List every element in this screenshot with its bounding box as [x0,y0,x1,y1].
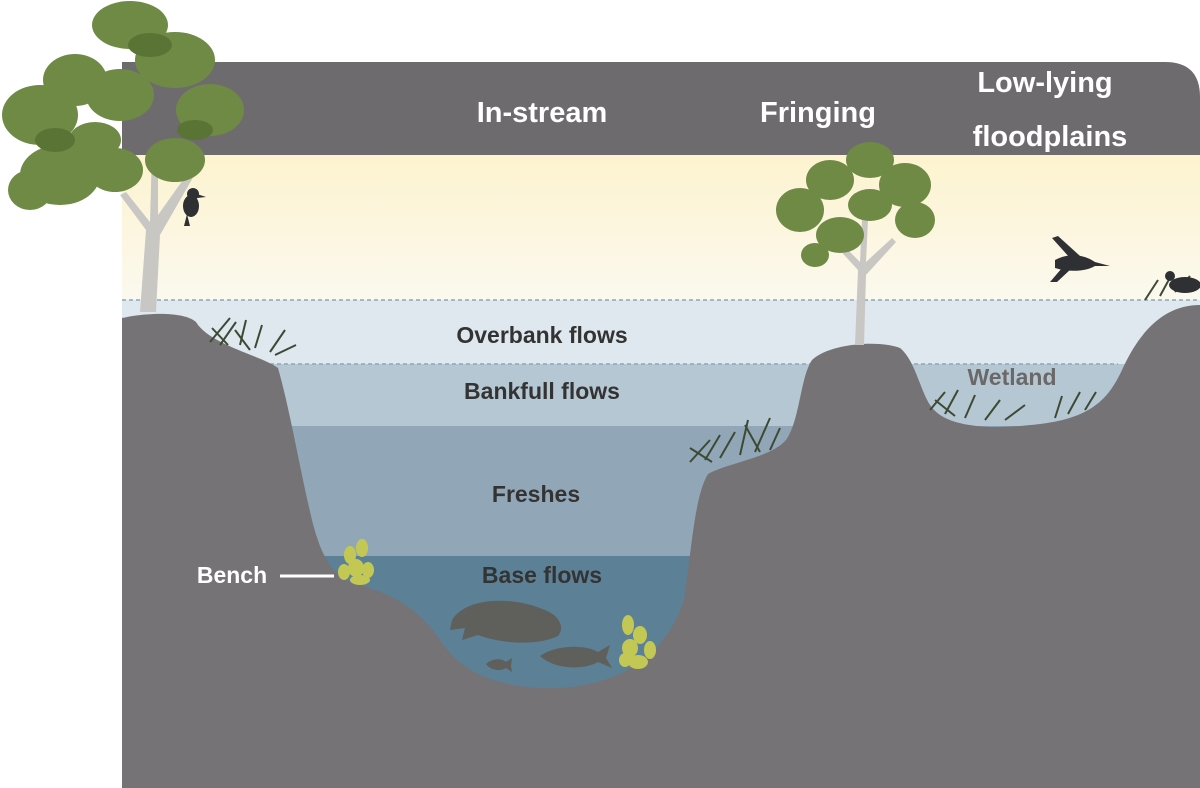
ibis-icon [1050,236,1110,282]
kookaburra-icon [183,188,206,226]
bankfull-flows-label: Bankfull flows [464,378,620,404]
reed-grass-icon [689,417,781,463]
fish-icon [486,658,512,672]
fish-icon [540,645,612,668]
base-flows-label: Base flows [482,562,602,588]
bankfull-water-band [122,364,1200,426]
wetland-label: Wetland [967,364,1056,390]
overbank-water-band [122,300,1200,364]
header-label-floodplains: floodplains [973,121,1128,153]
header-label-low-lying: Low-lying [977,67,1112,99]
bird-icon [1165,271,1200,293]
reed-grass-icon [209,317,297,356]
eucalyptus-tree-icon [776,142,935,345]
reed-grass-icon [1054,391,1097,419]
fish-icon [450,600,562,643]
header-label-fringing: Fringing [760,97,876,129]
water-plant-icon [338,539,374,585]
freshes-label: Freshes [492,481,580,507]
ground-cross-section [122,305,1200,788]
overbank-flows-label: Overbank flows [456,322,627,348]
sky-background [122,155,1200,305]
water-plant-icon [619,615,656,669]
bench-label: Bench [197,562,267,588]
reed-grass-icon [929,389,1026,421]
header-band [122,62,1200,160]
eucalyptus-tree-icon [2,1,244,312]
header-label-in-stream: In-stream [477,97,608,129]
